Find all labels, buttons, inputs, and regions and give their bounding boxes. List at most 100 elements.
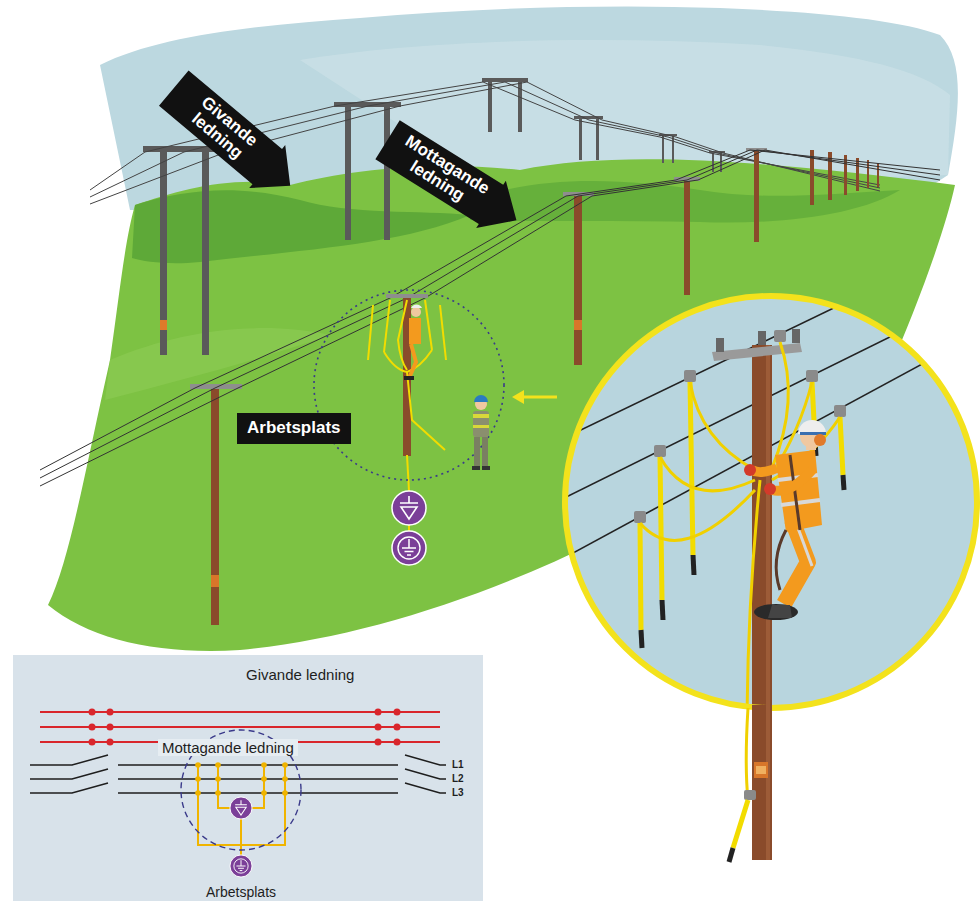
lineworker	[798, 420, 826, 434]
schematic-label: Mottagande ledning	[158, 739, 298, 756]
receiving-line-schematic	[30, 769, 446, 779]
box-text: Arbetsplats	[247, 419, 341, 438]
earthing-rods	[407, 372, 445, 450]
feeding-line-joints	[107, 724, 114, 731]
magnifier-pointer	[522, 396, 557, 399]
location-label-box: Arbetsplats	[237, 413, 351, 444]
phase-label: L2	[452, 773, 464, 785]
lineworker-small	[404, 376, 414, 380]
feeding-line-joints	[375, 724, 382, 731]
earthing-rods	[408, 525, 410, 531]
lineworker	[814, 434, 826, 446]
transmission-tower	[488, 80, 492, 132]
ground-worker	[474, 395, 488, 402]
feeding-line-joints	[394, 739, 401, 746]
ground-worker	[482, 437, 488, 467]
transmission-tower	[160, 150, 167, 355]
transmission-tower	[202, 150, 209, 355]
wooden-pole	[684, 180, 690, 295]
transmission-tower	[482, 78, 528, 82]
lineworker-small	[404, 304, 422, 380]
earthing-connection-schematic	[218, 765, 230, 808]
lineworker	[744, 464, 756, 476]
schematic-label: Arbetsplats	[206, 884, 276, 900]
transmission-tower	[345, 105, 351, 240]
feeding-line-joints	[107, 709, 114, 716]
arrow-shape	[373, 116, 532, 244]
ground-worker	[473, 425, 489, 428]
earthing-rods	[843, 475, 844, 490]
insulators	[792, 329, 800, 343]
earthing-clamps	[654, 445, 666, 457]
ground-worker	[474, 437, 480, 467]
earthing-rods	[660, 457, 662, 600]
transmission-tower	[384, 105, 390, 240]
lineworker	[776, 530, 786, 590]
receiving-line-schematic	[30, 783, 446, 793]
insulators	[716, 338, 724, 352]
earthing-rods	[368, 305, 373, 360]
earthing-rods	[368, 300, 446, 531]
ground-worker	[473, 414, 489, 418]
pole-below-magnifier	[756, 766, 766, 774]
earthing-connection-schematic	[252, 765, 264, 808]
wooden-pole	[211, 575, 219, 587]
insulators	[716, 329, 800, 352]
magnifier-pointer	[512, 390, 557, 404]
earthing-rods	[384, 300, 390, 352]
earthing-rods	[690, 382, 693, 555]
short-circuit-symbol	[392, 491, 426, 525]
earthing-points-schematic	[261, 762, 267, 768]
wooden-pole	[844, 155, 847, 195]
transmission-tower	[143, 78, 725, 355]
earthing-points-schematic	[261, 790, 267, 796]
earthing-cables	[690, 382, 755, 470]
earthing-points-schematic	[195, 776, 201, 782]
earthing-rods	[840, 417, 843, 475]
earthing-points-schematic	[195, 790, 201, 796]
pole-below-magnifier	[744, 790, 756, 800]
earthing-points-schematic	[261, 776, 267, 782]
earthing-points-schematic	[282, 790, 288, 796]
wooden-pole	[828, 152, 832, 200]
earthing-clamps	[834, 405, 846, 417]
schematic-label: Givande ledning	[246, 666, 354, 683]
receiving-line-schematic	[30, 755, 446, 765]
pole-below-magnifier	[766, 705, 770, 860]
earthing-cables	[640, 490, 755, 540]
pole-below-magnifier	[733, 800, 748, 848]
lineworker-small	[411, 304, 422, 308]
lineworker-small	[409, 318, 421, 344]
phase-label: L3	[452, 787, 464, 799]
wooden-pole	[754, 150, 759, 242]
crossarm	[712, 343, 802, 361]
earthing-rods	[641, 630, 642, 648]
work-area-boundary	[314, 290, 504, 480]
earth-symbol	[392, 531, 426, 565]
lineworker	[798, 528, 812, 566]
earthing-points-schematic	[215, 790, 221, 796]
ground-worker	[472, 466, 480, 470]
earthing-points-schematic	[282, 762, 288, 768]
ground-worker	[472, 395, 490, 470]
earthing-cables	[640, 342, 840, 800]
feeding-line-joints	[375, 709, 382, 716]
feeding-line-schematic	[40, 712, 440, 742]
earthing-points-schematic	[282, 776, 288, 782]
work-area-boundary	[314, 290, 504, 480]
lineworker	[768, 605, 792, 618]
wooden-pole	[574, 195, 582, 365]
earthing-points-schematic	[215, 776, 221, 782]
earth-symbol	[230, 855, 252, 877]
earthing-rods	[440, 305, 446, 360]
transmission-tower	[160, 320, 167, 330]
phase-label: L1	[452, 759, 464, 771]
ground-worker	[473, 411, 489, 437]
pole-below-magnifier	[729, 848, 733, 862]
green-hills	[132, 190, 470, 263]
pole-below-magnifier	[746, 708, 748, 800]
earthing-rods	[425, 300, 432, 350]
feeding-line-joints	[394, 724, 401, 731]
earthing-clamps	[684, 370, 696, 382]
transmission-tower	[579, 118, 582, 160]
